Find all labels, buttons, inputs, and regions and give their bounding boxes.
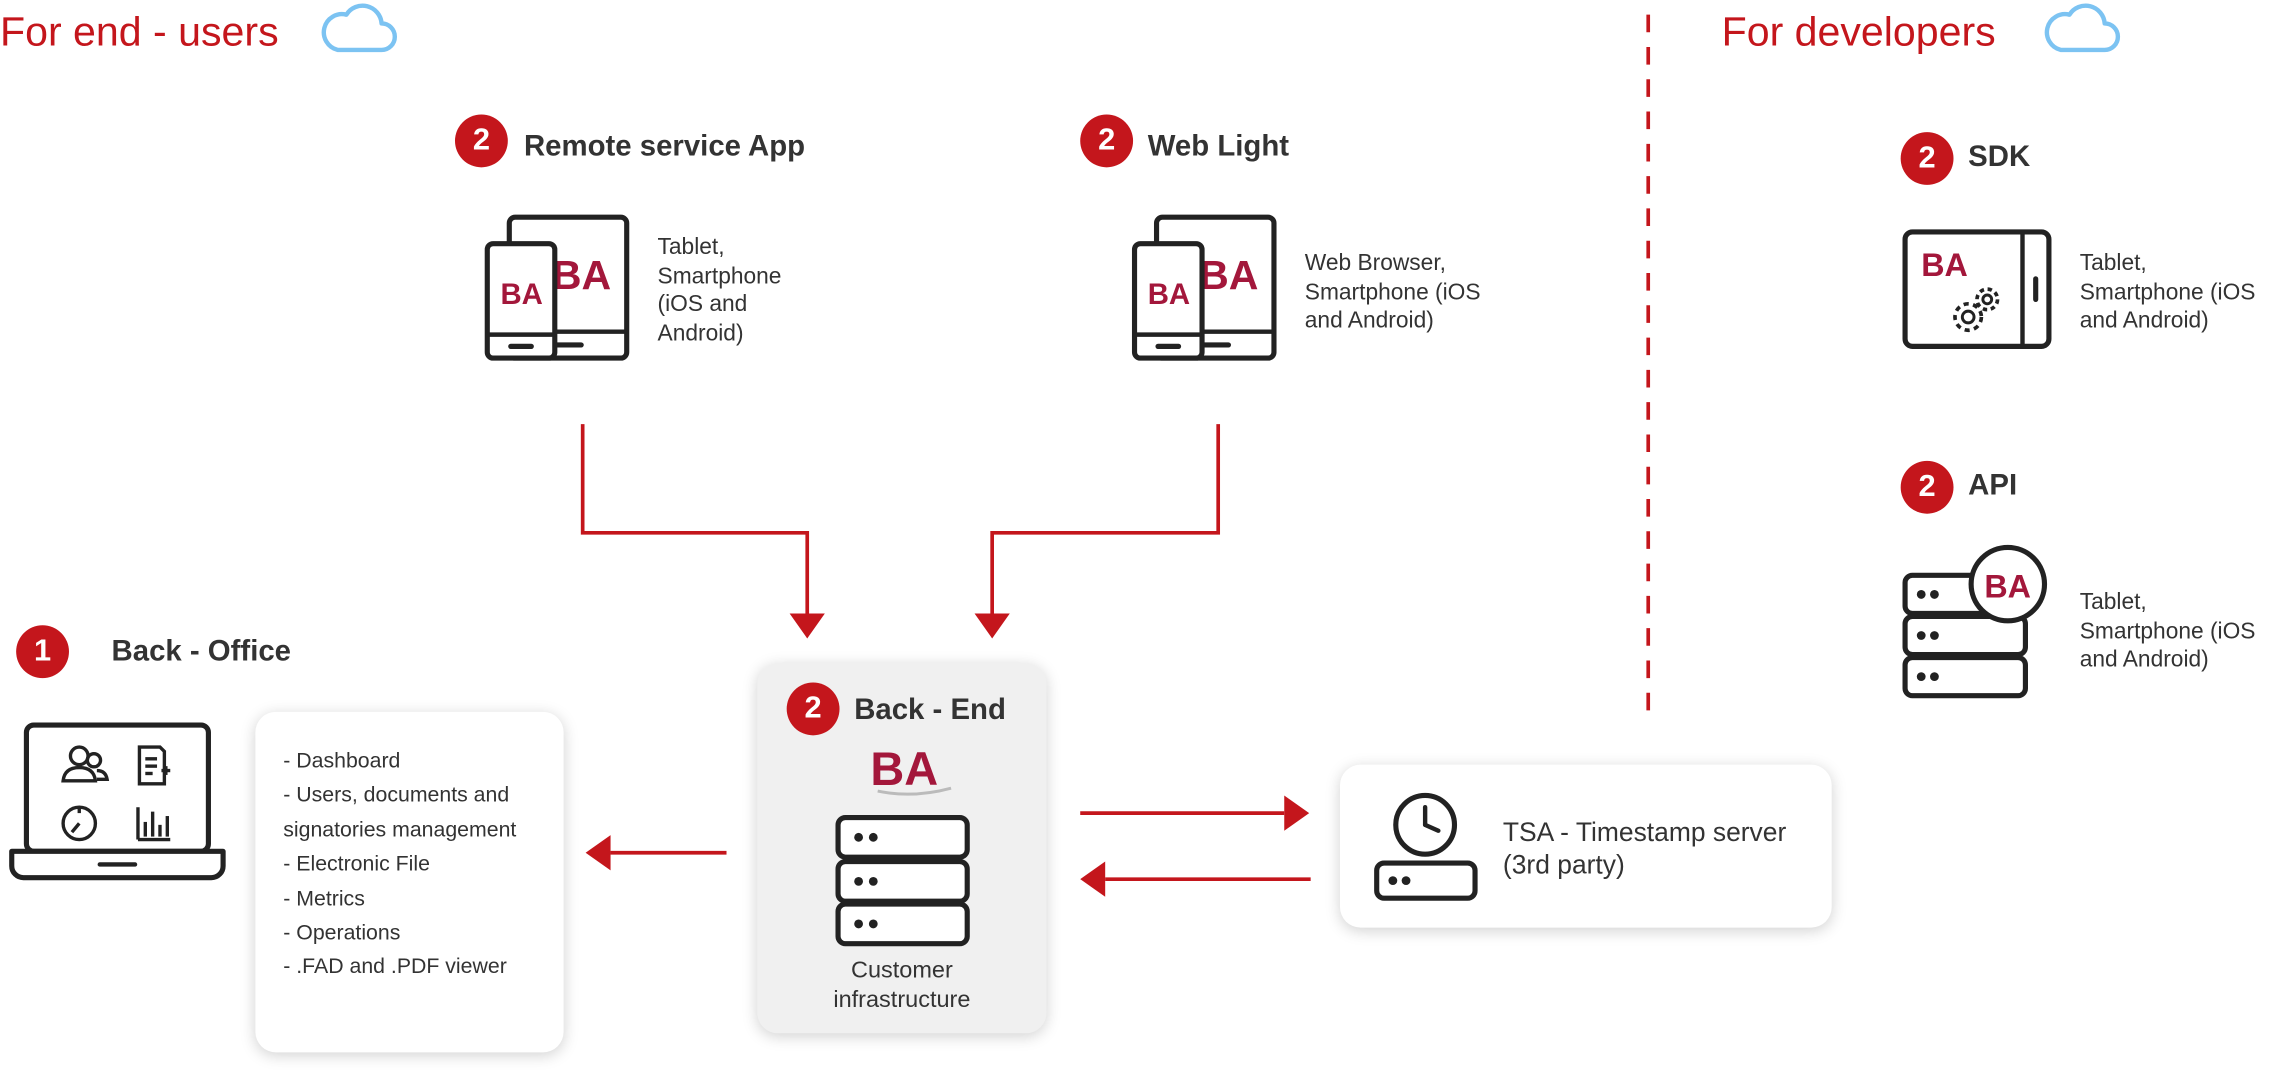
logo-text: BA [1148,278,1190,311]
tsa-label: TSA - Timestamp server (3rd party) [1503,816,1786,881]
document-add-icon [137,745,171,786]
tablet-gear-icon: BA [1902,229,2052,349]
arrow-remote-app-to-back-end [580,424,810,614]
cloud-icon [321,3,397,53]
back-end-caption: Customer infrastructure [757,957,1046,1014]
tsa-title-line2: (3rd party) [1502,849,1625,880]
api-title: API [1968,469,2018,502]
feature-item: - .FAD and .PDF viewer [283,956,507,980]
tablet-smartphone-icon: BA BA [484,214,630,361]
badge-web-light: 2 [1080,114,1134,168]
logo-text: BA [1984,568,2031,604]
remote-app-description: Tablet, Smartphone (iOS and Android) [657,234,782,346]
arrow-web-light-to-back-end [990,424,1221,614]
back-end-caption-line1: Customer [850,958,953,984]
feature-item: - Users, documents and [283,784,510,808]
ba-logo: BA [870,742,952,796]
logo-text: BA [552,252,611,298]
sdk-title: SDK [1968,140,2031,174]
remote-app-title: Remote service App [523,130,806,163]
back-end-caption-line2: infrastructure [833,987,971,1012]
section-divider [1646,14,1651,723]
logo-text: BA [1921,247,1968,283]
logo-text: BA [500,278,542,311]
sdk-description: Tablet, Smartphone (iOS and Android) [2079,250,2256,334]
web-light-title: Web Light [1147,130,1290,163]
back-end-title: Back - End [854,694,1006,727]
bar-chart-icon [136,807,171,842]
back-office-features-list: - Dashboard - Users, documents and signato… [283,746,516,986]
clock-server-icon [1374,792,1478,901]
section-title-end-users: For end - users [0,8,279,55]
api-description: Tablet, Smartphone (iOS and Android) [2079,590,2256,673]
arrowhead [1284,795,1310,831]
badge-sdk: 2 [1900,132,1954,185]
tsa-title-line1: TSA - Timestamp server [1502,817,1787,847]
section-title-developers: For developers [1721,8,1996,55]
arrowhead [974,613,1010,639]
logo-text: BA [870,742,938,795]
gauge-icon [61,805,98,842]
server-logo-icon: BA [1902,544,2048,699]
cloud-icon [2044,3,2121,53]
feature-item: - Operations [283,921,401,946]
logo-text: BA [1199,252,1258,298]
arrowhead [1080,861,1106,897]
badge-back-office: 1 [16,625,69,679]
feature-item: - Metrics [283,887,365,911]
tablet-smartphone-icon: BA BA [1131,214,1277,361]
back-office-title: Back - Office [111,635,291,668]
badge-back-end: 2 [786,682,840,736]
badge-api: 2 [1900,460,1954,514]
back-office-features-card: - Dashboard - Users, documents and signato… [255,711,564,1053]
feature-item: - Electronic File [283,853,430,877]
feature-item: - Dashboard [283,749,401,774]
server-icon [835,814,970,947]
arrowhead [585,835,611,871]
web-light-description: Web Browser, Smartphone (iOS and Android… [1304,250,1481,334]
users-icon [61,745,110,783]
laptop-icon [9,722,226,881]
feature-item: signatories management [283,818,517,843]
badge-remote-app: 2 [454,114,508,168]
arrowhead [789,613,825,639]
